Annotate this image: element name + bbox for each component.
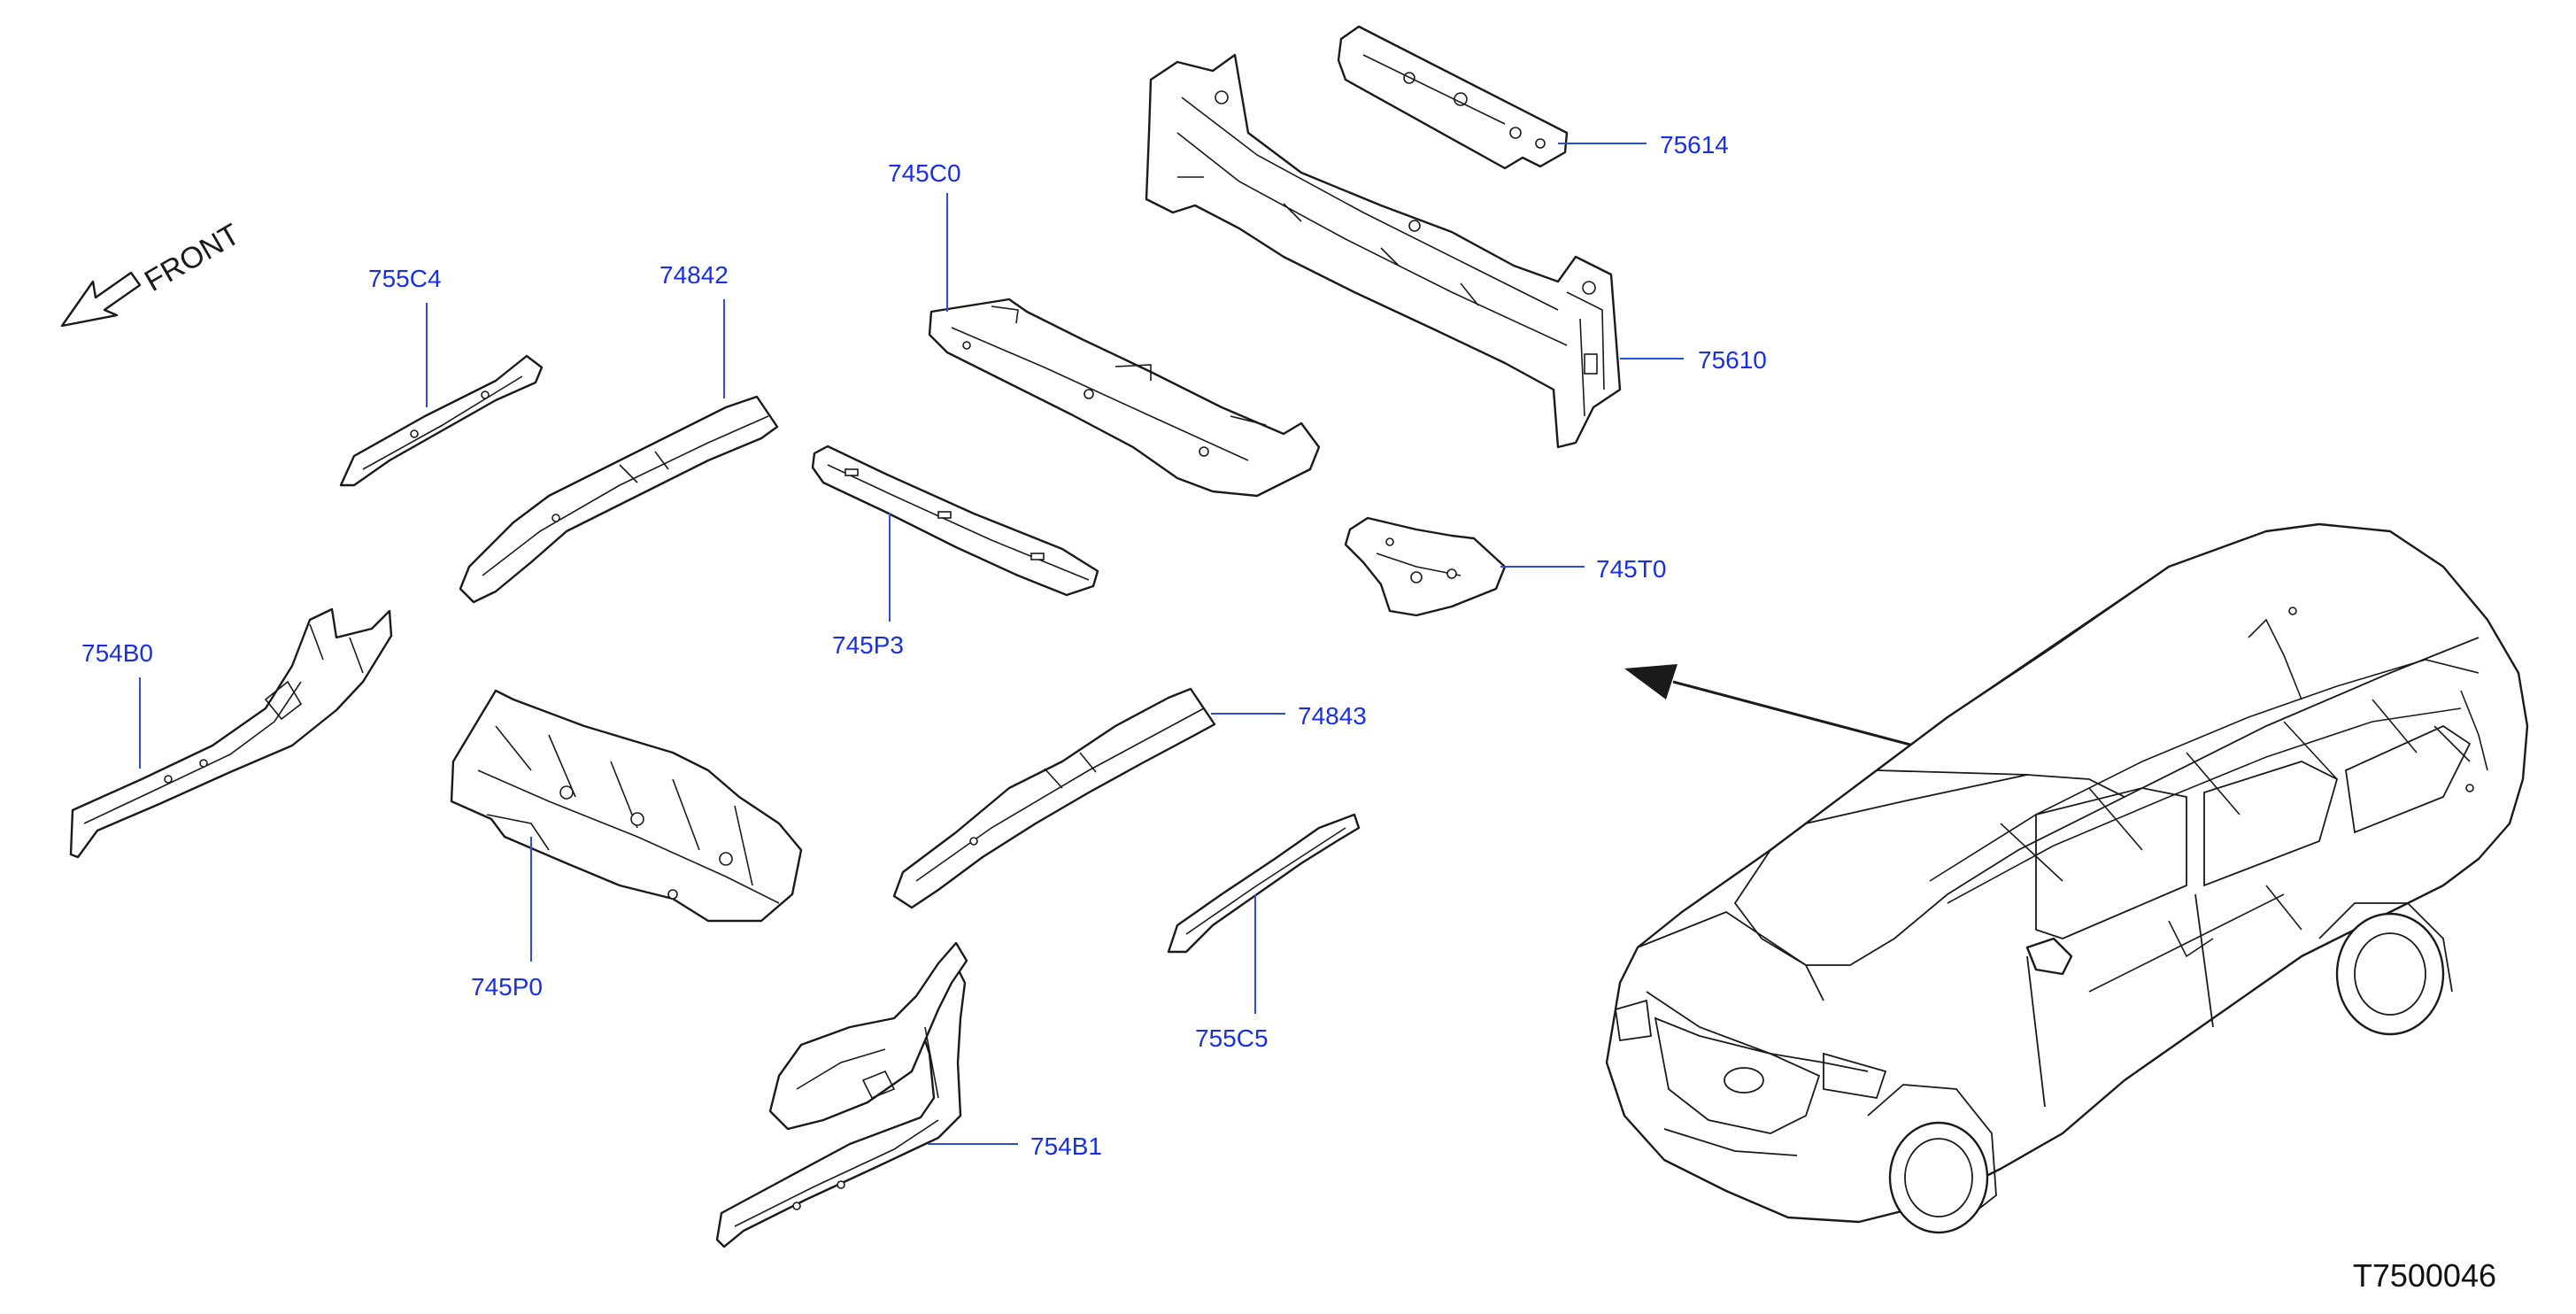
- part-755C5: [1167, 813, 1361, 954]
- callout-754B0: 754B0: [81, 639, 153, 667]
- part-745C0: [928, 298, 1321, 498]
- part-754B1: [715, 941, 968, 1248]
- front-label: FRONT: [139, 217, 245, 298]
- part-74842: [459, 395, 779, 604]
- callout-75610: 75610: [1698, 346, 1767, 374]
- part-745P0: [450, 689, 803, 923]
- callout-74842: 74842: [659, 261, 729, 289]
- callout-labels: 75614 75610 745C0 755C4 74842 745P3 745T…: [81, 131, 1767, 1160]
- part-745T0: [1344, 516, 1507, 617]
- part-754B0: [69, 607, 393, 859]
- part-755C4: [339, 354, 544, 487]
- callout-745T0: 745T0: [1596, 555, 1666, 583]
- leader-lines: [139, 143, 1684, 1145]
- callout-745P0: 745P0: [471, 973, 543, 1001]
- vehicle-locator-illustration: [1605, 522, 2529, 1234]
- callout-755C4: 755C4: [368, 265, 442, 292]
- diagram-id: T7500046: [2352, 1257, 2496, 1294]
- front-arrow-icon: [60, 271, 142, 328]
- part-75610: [1145, 53, 1622, 449]
- part-74843: [892, 687, 1216, 909]
- callout-75614: 75614: [1660, 131, 1729, 158]
- callout-754B1: 754B1: [1030, 1132, 1102, 1160]
- callout-755C5: 755C5: [1195, 1024, 1269, 1052]
- callout-745P3: 745P3: [832, 631, 904, 659]
- part-745P3: [811, 444, 1099, 597]
- callout-74843: 74843: [1298, 702, 1367, 730]
- callout-745C0: 745C0: [888, 159, 961, 187]
- part-75614: [1337, 25, 1569, 170]
